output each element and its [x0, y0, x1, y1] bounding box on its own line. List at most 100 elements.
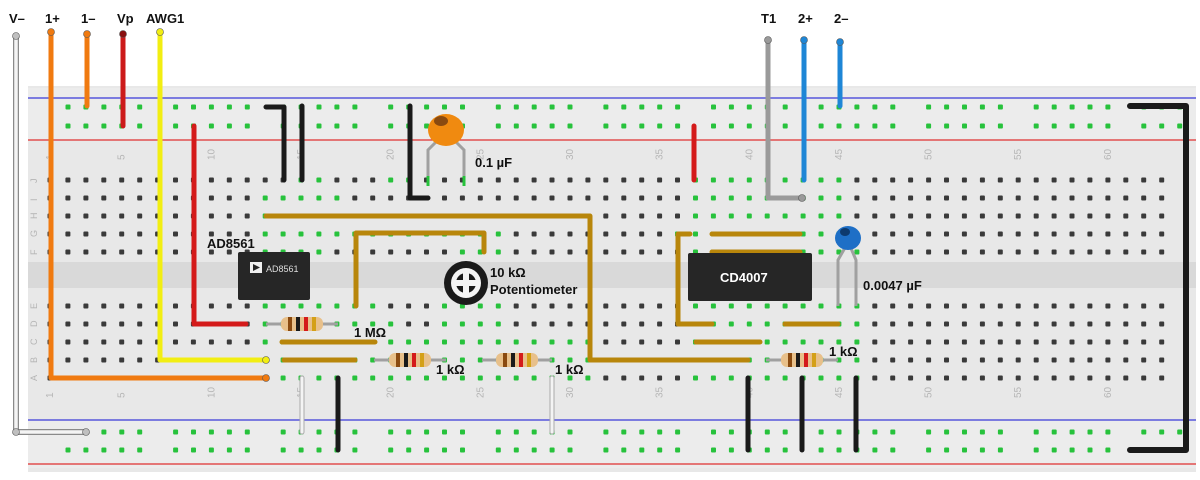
breadboard-hole: [657, 303, 663, 309]
breadboard-hole: [352, 104, 358, 110]
breadboard-hole: [944, 303, 949, 309]
breadboard-hole: [137, 357, 143, 363]
breadboard-hole: [388, 447, 394, 453]
breadboard-hole: [710, 213, 716, 219]
breadboard-hole: [567, 357, 573, 363]
breadboard-hole: [191, 447, 196, 453]
breadboard-hole: [424, 104, 430, 110]
breadboard-hole: [746, 123, 752, 129]
breadboard-hole: [513, 104, 519, 110]
probe-label-2-minus: 2–: [834, 11, 848, 26]
breadboard-hole: [979, 321, 985, 327]
breadboard-hole: [854, 104, 860, 110]
breadboard-hole: [657, 231, 663, 237]
breadboard-hole: [477, 303, 483, 309]
breadboard-hole: [1141, 339, 1147, 345]
breadboard-hole: [944, 429, 950, 435]
breadboard-hole: [639, 303, 645, 309]
breadboard-hole: [388, 303, 394, 309]
breadboard-hole: [854, 123, 860, 129]
breadboard-hole: [872, 177, 878, 183]
breadboard-hole: [728, 213, 734, 219]
breadboard-hole: [639, 429, 645, 435]
breadboard-hole: [962, 104, 967, 110]
breadboard-hole: [854, 177, 860, 183]
breadboard-hole: [388, 249, 394, 255]
breadboard-hole: [1015, 303, 1021, 309]
breadboard-hole: [908, 339, 914, 345]
breadboard-hole: [226, 249, 232, 255]
breadboard-hole: [298, 231, 304, 237]
breadboard-hole: [639, 321, 645, 327]
breadboard-hole: [603, 231, 609, 237]
breadboard-hole: [997, 357, 1003, 363]
potentiometer-label-line2: Potentiometer: [490, 282, 577, 297]
breadboard-hole: [908, 303, 914, 309]
breadboard-hole: [137, 195, 143, 201]
breadboard-hole: [226, 447, 232, 453]
breadboard-hole: [997, 375, 1003, 381]
wire-end: [798, 194, 806, 202]
breadboard-hole: [997, 447, 1003, 453]
breadboard-hole: [1051, 213, 1057, 219]
breadboard-hole: [854, 357, 860, 363]
breadboard-hole: [926, 339, 932, 345]
breadboard-hole: [173, 303, 178, 309]
breadboard-hole: [1105, 375, 1111, 381]
breadboard-hole: [944, 213, 949, 219]
breadboard-hole: [262, 177, 268, 183]
breadboard-hole: [280, 231, 286, 237]
breadboard-hole: [119, 339, 125, 345]
resistor-1M-label: 1 MΩ: [354, 325, 386, 340]
breadboard-hole: [657, 195, 663, 201]
breadboard-hole: [1033, 303, 1039, 309]
breadboard-hole: [979, 375, 985, 381]
breadboard-hole: [675, 375, 680, 381]
breadboard-hole: [944, 195, 949, 201]
breadboard-hole: [711, 104, 716, 110]
breadboard-hole: [334, 123, 340, 129]
breadboard-hole: [782, 123, 788, 129]
breadboard-hole: [83, 195, 89, 201]
breadboard-hole: [119, 249, 125, 255]
breadboard-hole: [531, 429, 537, 435]
breadboard-hole: [1015, 321, 1021, 327]
wire-end: [262, 356, 270, 364]
breadboard-hole: [137, 104, 143, 110]
breadboard-hole: [908, 195, 914, 201]
breadboard-hole: [316, 104, 322, 110]
breadboard-hole: [370, 177, 376, 183]
breadboard-hole: [764, 303, 770, 309]
breadboard-hole: [962, 447, 967, 453]
breadboard-hole: [764, 375, 770, 381]
breadboard-hole: [693, 231, 698, 237]
breadboard-hole: [101, 303, 107, 309]
breadboard-hole: [83, 339, 89, 345]
breadboard-hole: [746, 213, 752, 219]
breadboard-hole: [872, 123, 878, 129]
breadboard-hole: [639, 447, 645, 453]
breadboard-hole: [979, 104, 985, 110]
breadboard-hole: [477, 339, 483, 345]
breadboard-hole: [316, 375, 322, 381]
breadboard-hole: [908, 357, 914, 363]
breadboard-hole: [657, 123, 663, 129]
breadboard-hole: [639, 339, 645, 345]
breadboard-hole: [603, 375, 609, 381]
breadboard-hole: [1069, 375, 1075, 381]
breadboard-hole: [244, 429, 250, 435]
breadboard-hole: [513, 375, 519, 381]
breadboard-hole: [926, 213, 932, 219]
breadboard-hole: [818, 303, 824, 309]
breadboard-hole: [549, 303, 555, 309]
breadboard-hole: [1015, 339, 1021, 345]
breadboard-hole: [1141, 213, 1147, 219]
breadboard-hole: [65, 303, 71, 309]
breadboard-hole: [424, 123, 430, 129]
breadboard-hole: [944, 357, 949, 363]
breadboard-hole: [208, 303, 214, 309]
column-number: 30: [565, 148, 576, 160]
wire-1-plus: [48, 29, 269, 381]
column-number: 40: [744, 148, 755, 160]
breadboard-hole: [961, 357, 967, 363]
